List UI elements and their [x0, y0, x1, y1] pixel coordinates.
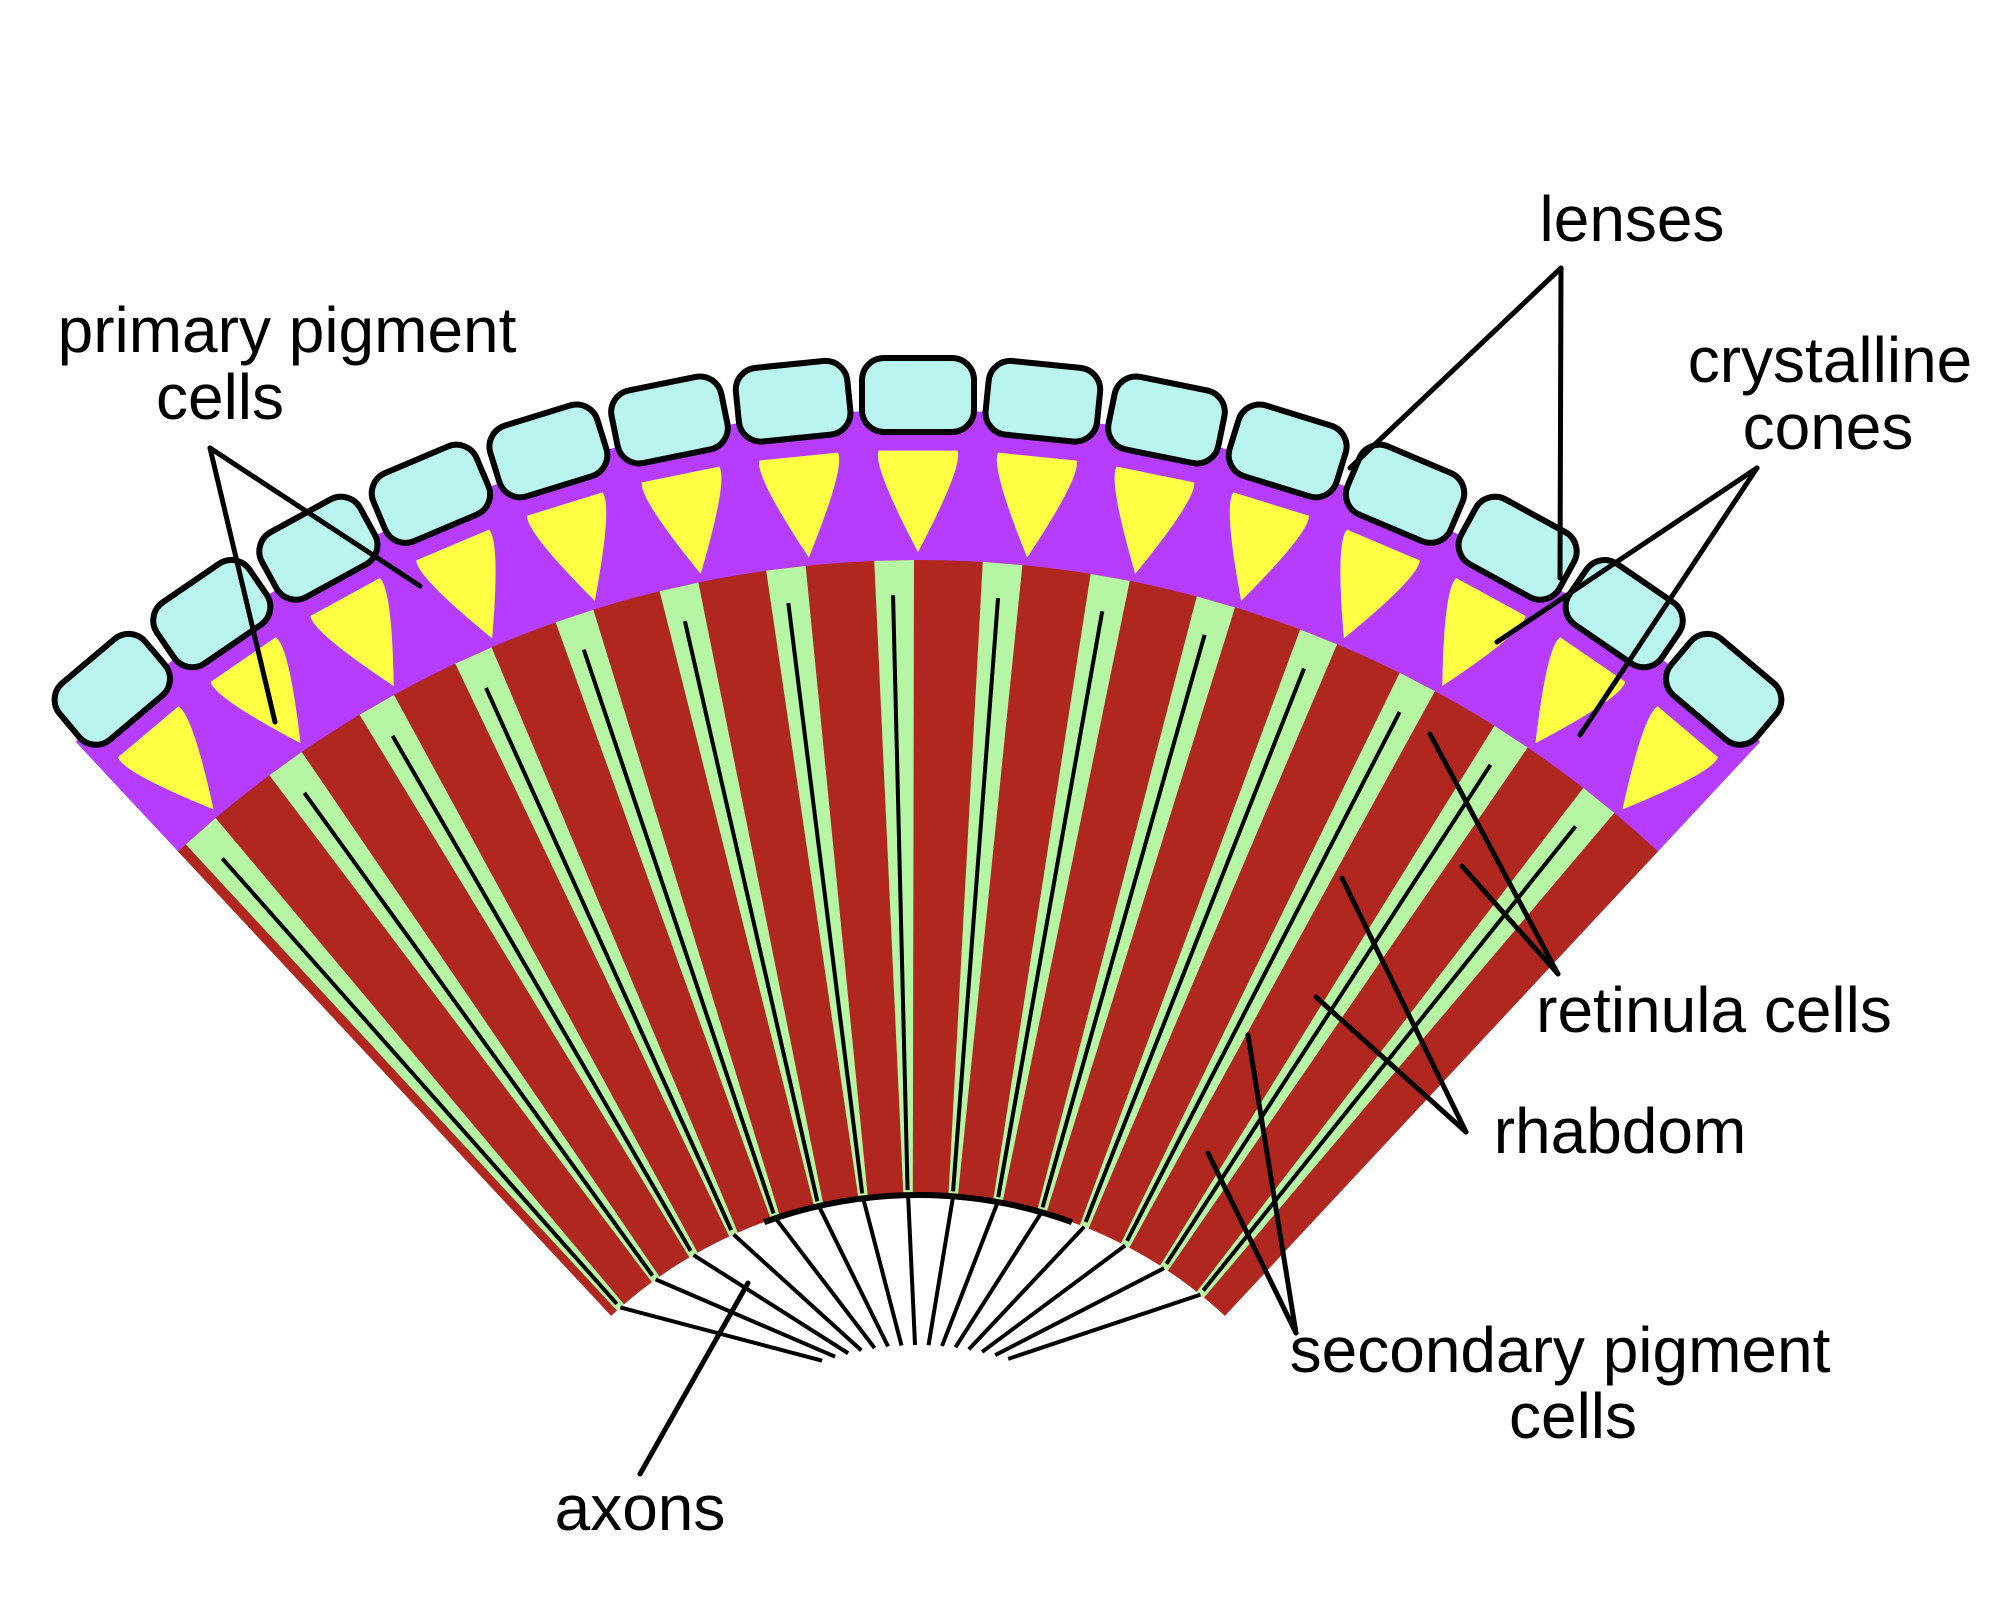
lens-facet — [486, 401, 611, 501]
crystalline-cone — [210, 637, 301, 744]
rhabdom-line — [484, 687, 733, 1231]
axon-line — [926, 1196, 956, 1346]
leader-cones-2 — [1577, 465, 1760, 738]
leader-primary-2 — [207, 445, 278, 725]
leader-retinula-2 — [1459, 863, 1561, 977]
label-crystalline-cones-line2: cones — [1743, 391, 1914, 463]
axon-line — [940, 1201, 1000, 1347]
lens-facet — [732, 357, 854, 445]
axon-line — [773, 1216, 877, 1350]
axon-line — [692, 1253, 850, 1355]
leader-lines — [207, 265, 1760, 1477]
lens-facet — [859, 355, 977, 435]
axon-line — [654, 1277, 836, 1359]
rhabdom-line — [581, 648, 776, 1215]
leader-rhabdom-2 — [1313, 994, 1469, 1135]
axon-line — [732, 1233, 863, 1352]
label-retinula-cells: retinula cells — [1536, 974, 1892, 1046]
lens-facet — [1562, 557, 1686, 671]
crystalline-cone — [1229, 492, 1309, 601]
crystalline-cone — [759, 452, 840, 558]
leader-secondary-2 — [1205, 1150, 1299, 1336]
crystalline-cone — [1622, 706, 1719, 810]
leader-retinula-1 — [1427, 731, 1561, 977]
rhabdom-line — [1125, 711, 1402, 1242]
rhabdom-line — [1083, 667, 1306, 1223]
axon-line — [1007, 1292, 1202, 1361]
crystalline-cone — [1442, 578, 1526, 686]
primary-pigment-band — [75, 410, 1761, 856]
crystalline-cone — [1535, 637, 1626, 744]
label-primary-pigment-cells-line2: cells — [156, 361, 284, 433]
crystalline-cone — [1114, 466, 1195, 574]
axon-line — [953, 1211, 1044, 1349]
lens-facet — [1663, 630, 1785, 748]
rhabdom-line — [996, 610, 1105, 1198]
label-lenses: lenses — [1540, 183, 1725, 255]
label-rhabdom: rhabdom — [1494, 1095, 1747, 1167]
crystalline-cone — [416, 529, 496, 639]
labels: lenses crystalline cones primary pigment… — [58, 183, 1973, 1544]
label-primary-pigment-cells-line1: primary pigment — [58, 294, 517, 366]
rhabdom-line — [682, 620, 820, 1202]
crystalline-cone — [877, 450, 959, 552]
leader-axons — [637, 1280, 751, 1477]
leader-secondary-1 — [1245, 1032, 1299, 1336]
label-secondary-pigment-cells-line2: cells — [1509, 1380, 1637, 1452]
axon-line — [994, 1266, 1165, 1357]
axon-line — [967, 1225, 1086, 1351]
rhabdom-line — [220, 857, 619, 1306]
lens-facet — [1342, 441, 1468, 546]
lens-facet — [368, 441, 494, 546]
leader-cones-1 — [1494, 465, 1760, 645]
crystalline-cone — [996, 452, 1077, 558]
lens-facet — [1105, 373, 1228, 467]
crystalline-cone — [117, 706, 214, 810]
axon-line — [906, 1195, 918, 1346]
axon-line — [817, 1205, 890, 1348]
rhabdom-stripe — [993, 573, 1130, 1203]
lens-facet — [982, 357, 1104, 445]
crystalline-cone — [1340, 529, 1420, 639]
leader-rhabdom-1 — [1339, 875, 1469, 1135]
rhabdom-line — [1040, 634, 1207, 1208]
rhabdom-line — [1201, 825, 1578, 1292]
crystalline-cones — [117, 450, 1719, 810]
leader-lenses-2 — [1557, 265, 1564, 581]
label-secondary-pigment-cells-line1: secondary pigment — [1290, 1314, 1831, 1386]
lens-facet — [1455, 493, 1580, 603]
axon-line — [861, 1197, 904, 1346]
crystalline-cone — [310, 578, 394, 686]
rhabdom-line — [786, 602, 865, 1194]
crystalline-cone — [641, 466, 722, 574]
rhabdom-line — [951, 597, 1001, 1192]
rhabdom-line — [302, 791, 655, 1277]
lens-facet — [1225, 401, 1350, 501]
axons — [619, 1192, 1202, 1363]
rhabdom-line — [891, 595, 910, 1191]
rhabdom-stripe — [948, 561, 1023, 1197]
label-crystalline-cones-line1: crystalline — [1688, 324, 1973, 396]
crystalline-cone — [527, 492, 607, 601]
primary-pigment-layer — [75, 410, 1761, 856]
lens-facet — [608, 373, 731, 467]
lens-facet — [51, 630, 173, 748]
rhabdom-line — [390, 734, 693, 1252]
axon-line — [980, 1243, 1127, 1354]
lens-facet — [256, 493, 381, 603]
retina-layer — [178, 559, 1658, 1316]
basement-membrane — [763, 1192, 1073, 1225]
leader-primary-1 — [207, 445, 423, 589]
lenses — [51, 355, 1785, 748]
leader-lenses-1 — [1347, 265, 1564, 471]
label-axons: axons — [555, 1472, 726, 1544]
